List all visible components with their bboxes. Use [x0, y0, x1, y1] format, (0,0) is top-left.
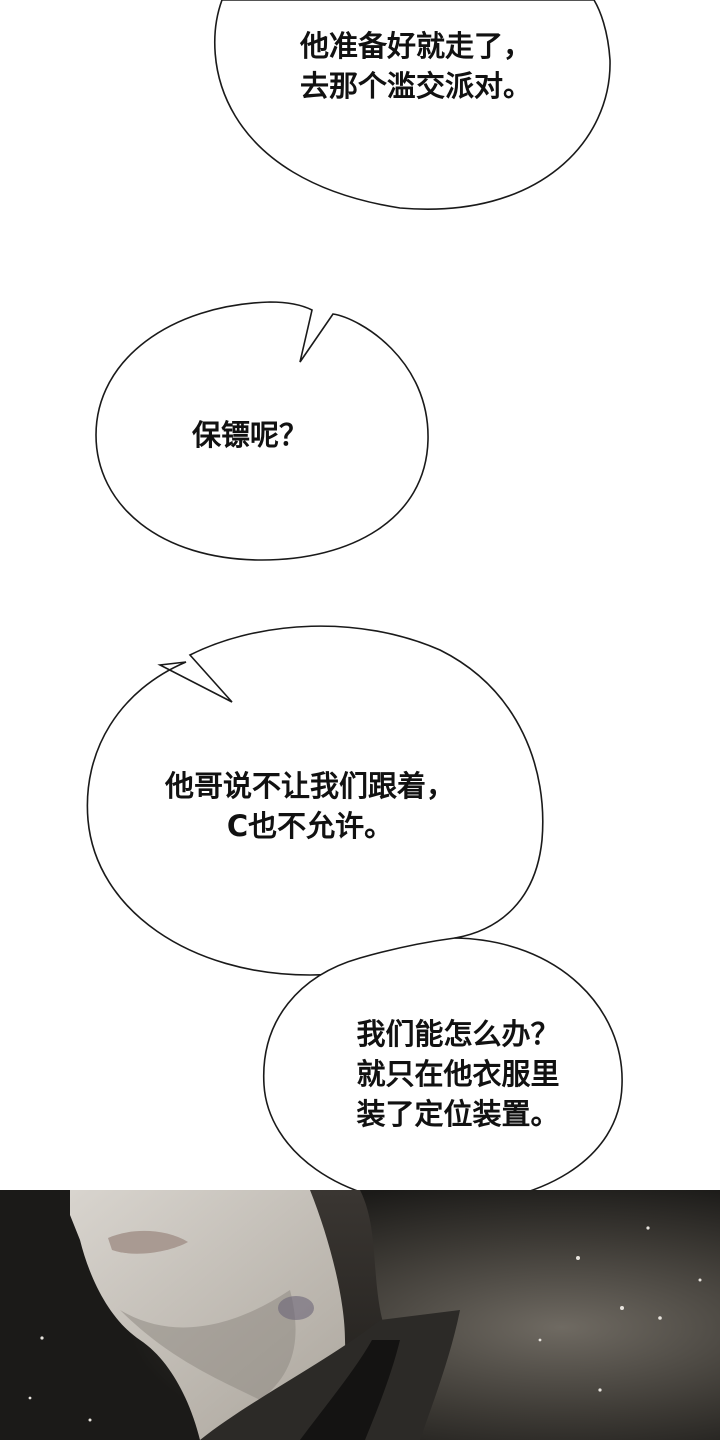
- sparkle-particles: [28, 1226, 702, 1422]
- bubble-3-line-2: C也不允许。: [226, 809, 394, 843]
- bubble-text-4: 我们能怎么办？ 就只在他衣服里 装了定位装置。: [318, 1014, 598, 1134]
- bubble-2-line-1: 保镖呢？: [191, 418, 308, 452]
- bubble-text-2: 保镖呢？: [160, 415, 340, 455]
- bubble-3-line-1: 他哥说不让我们跟着，: [164, 769, 455, 803]
- jaw-shadow: [120, 1290, 296, 1400]
- bubble-text-3: 他哥说不让我们跟着， C也不允许。: [150, 766, 470, 846]
- neck-bruise: [278, 1296, 314, 1320]
- left-shadow: [0, 1190, 70, 1440]
- comic-art-panel: [0, 1190, 720, 1440]
- bubble-text-1: 他准备好就走了， 去那个滥交派对。: [266, 26, 566, 106]
- bubble-1-line-2: 去那个滥交派对。: [299, 69, 532, 103]
- bubble-4-line-1: 我们能怎么办？: [356, 1017, 560, 1051]
- speech-bubble-2: [95, 301, 429, 561]
- shirt-shape: [300, 1340, 400, 1440]
- bubble-1-line-1: 他准备好就走了，: [299, 29, 532, 63]
- bubble-4-line-2: 就只在他衣服里: [356, 1057, 560, 1091]
- bubble-4-line-3: 装了定位装置。: [356, 1097, 560, 1131]
- lips-shape: [108, 1230, 188, 1254]
- speech-bubble-1: [213, 0, 611, 210]
